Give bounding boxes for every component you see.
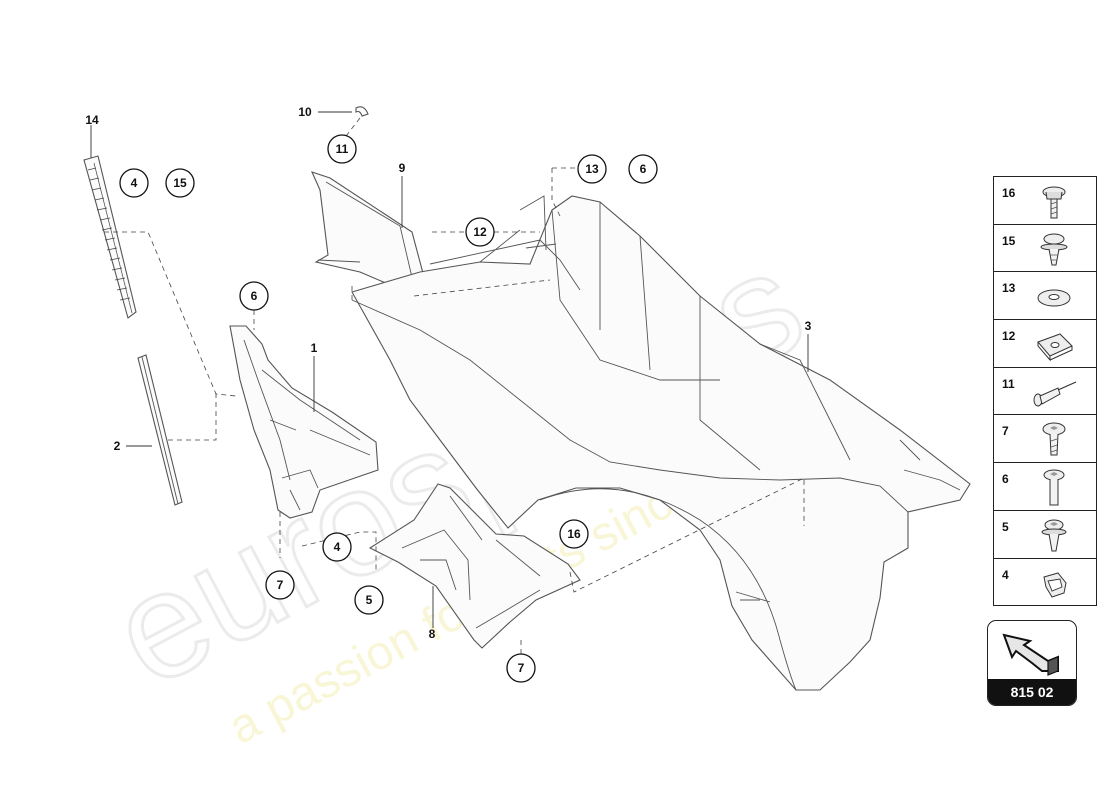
legend-number: 7 xyxy=(1002,424,1009,439)
fastener-legend: 16 15 13 12 11 xyxy=(993,176,1097,606)
legend-row-7[interactable]: 7 xyxy=(994,415,1096,464)
callout-circles: 4 15 11 6 12 13 6 4 xyxy=(119,134,658,683)
legend-number: 5 xyxy=(1002,519,1009,534)
svg-text:13: 13 xyxy=(585,162,599,176)
callout-2: 2 xyxy=(114,439,121,453)
callout-6-right: 6 xyxy=(628,154,658,184)
svg-text:6: 6 xyxy=(640,162,647,176)
callout-7-left: 7 xyxy=(265,570,295,600)
part-inner-duct[interactable] xyxy=(229,325,379,519)
expanding-rivet-icon xyxy=(1041,519,1067,552)
callout-8: 8 xyxy=(429,627,436,641)
clip-nut-icon xyxy=(1037,333,1073,362)
callout-13: 13 xyxy=(577,154,607,184)
svg-text:15: 15 xyxy=(173,176,187,190)
callout-4-bottom: 4 xyxy=(322,532,352,562)
svg-text:16: 16 xyxy=(567,527,581,541)
callout-4-top: 4 xyxy=(119,168,149,198)
legend-row-12[interactable]: 12 xyxy=(994,320,1096,368)
callout-7-right: 7 xyxy=(506,653,536,683)
legend-row-15[interactable]: 15 xyxy=(994,225,1096,273)
part-fender-assembly[interactable] xyxy=(351,195,971,691)
part-grille-strip[interactable] xyxy=(83,155,137,319)
svg-text:7: 7 xyxy=(518,661,525,675)
svg-text:11: 11 xyxy=(336,142,349,156)
callout-6-left: 6 xyxy=(239,281,269,311)
callout-14: 14 xyxy=(85,113,99,127)
reference-code: 815 02 xyxy=(988,679,1076,705)
blind-rivet-icon xyxy=(1033,381,1077,407)
svg-text:6: 6 xyxy=(251,289,258,303)
callout-10: 10 xyxy=(298,105,312,119)
legend-number: 4 xyxy=(1002,567,1009,582)
svg-text:5: 5 xyxy=(366,593,373,607)
legend-row-4[interactable]: 4 xyxy=(994,559,1096,607)
callouts: 14 10 9 1 2 3 8 xyxy=(85,105,811,641)
legend-row-11[interactable]: 11 xyxy=(994,368,1096,416)
svg-text:4: 4 xyxy=(131,176,138,190)
torx-screw-icon xyxy=(1042,422,1066,456)
legend-number: 11 xyxy=(1002,376,1015,391)
legend-row-5[interactable]: 5 xyxy=(994,511,1096,559)
callout-11: 11 xyxy=(327,134,357,164)
part-lower-duct[interactable] xyxy=(368,483,581,649)
callout-9: 9 xyxy=(399,161,406,175)
callout-3: 3 xyxy=(805,319,812,333)
part-trim-strip[interactable] xyxy=(137,354,183,506)
svg-text:7: 7 xyxy=(277,578,284,592)
callout-5: 5 xyxy=(354,585,384,615)
long-screw-icon xyxy=(1043,469,1065,506)
reference-box[interactable]: 815 02 xyxy=(987,620,1077,706)
callout-1: 1 xyxy=(311,341,318,355)
svg-text:4: 4 xyxy=(334,540,341,554)
legend-number: 13 xyxy=(1002,281,1016,296)
callout-16: 16 xyxy=(559,519,589,549)
callout-12: 12 xyxy=(465,217,495,247)
svg-text:12: 12 xyxy=(473,225,487,239)
legend-number: 15 xyxy=(1002,233,1016,248)
part-small-clip[interactable] xyxy=(355,106,369,117)
callout-15: 15 xyxy=(165,168,195,198)
direction-arrow-icon xyxy=(1002,633,1059,676)
legend-number: 16 xyxy=(1002,186,1016,200)
legend-row-6[interactable]: 6 xyxy=(994,463,1096,511)
trim-rivet-icon xyxy=(1040,233,1068,266)
legend-row-13[interactable]: 13 xyxy=(994,272,1096,321)
washer-icon xyxy=(1037,289,1071,307)
legend-number: 12 xyxy=(1002,329,1016,344)
spring-clip-icon xyxy=(1043,571,1067,598)
legend-number: 6 xyxy=(1002,472,1009,487)
legend-row-16[interactable]: 16 xyxy=(994,177,1096,225)
flange-bolt-icon xyxy=(1042,186,1066,219)
